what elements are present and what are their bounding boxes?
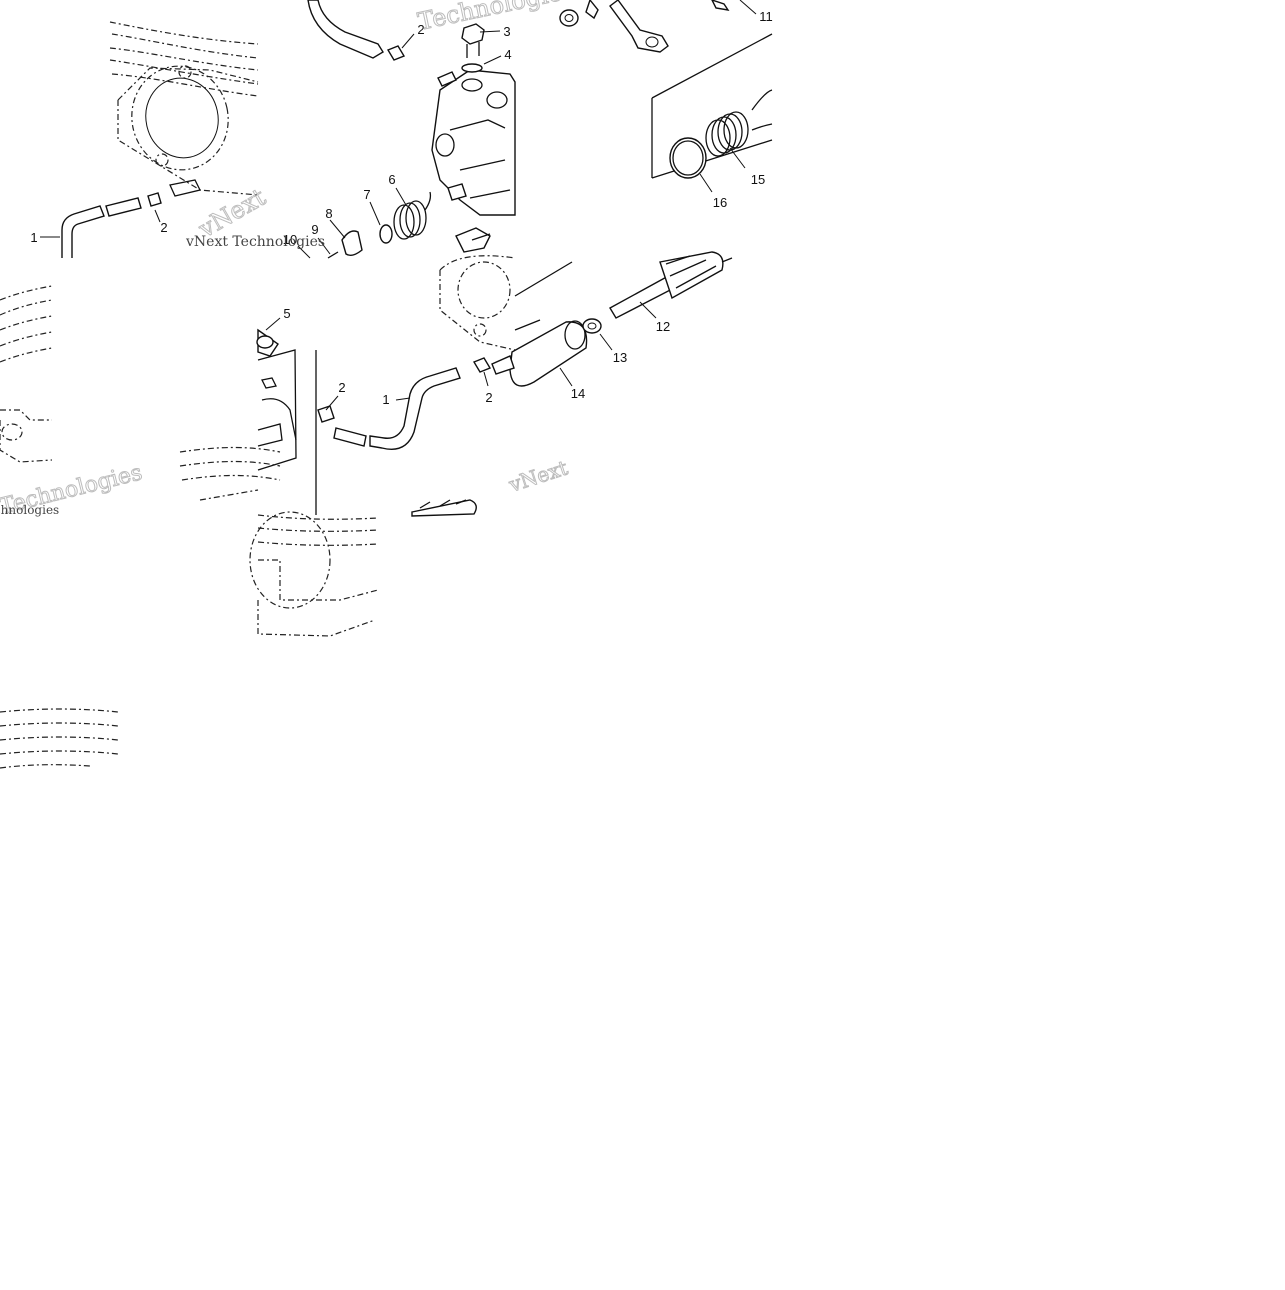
callout-8: 8 — [325, 206, 332, 221]
callout-5: 5 — [283, 306, 290, 321]
gear-fragment-bottom — [411, 499, 477, 517]
callout-15: 15 — [751, 172, 765, 187]
watermark-technologies-top: Technologies — [415, 0, 576, 36]
cylinder-fins-left — [0, 285, 53, 463]
oil-pump-body — [307, 0, 516, 216]
callouts-lower: 5 2 1 2 14 13 12 — [283, 306, 670, 407]
watermark-vnext-tech-upper: vNext Technologies — [185, 234, 325, 250]
callout-2-upper-left: 2 — [160, 220, 167, 235]
callout-2-lower-right: 2 — [485, 390, 492, 405]
callout-3: 3 — [503, 24, 510, 39]
cylinder-fins-bottom-left — [0, 708, 119, 769]
watermark-vnext-center: vNext — [505, 455, 570, 497]
flange-right — [439, 227, 733, 387]
callout-10: 10 — [283, 232, 297, 247]
spring-15-and-oring-16 — [669, 89, 773, 179]
cylinder-fins-center — [179, 446, 379, 637]
cylinder-flange-left — [109, 21, 259, 197]
callout-4: 4 — [504, 47, 511, 62]
pump-spring-washer-set — [327, 191, 432, 259]
callout-14: 14 — [571, 386, 585, 401]
hose-1-upper — [61, 192, 162, 258]
callout-13: 13 — [613, 350, 627, 365]
leader-lines — [40, 0, 757, 411]
callout-11: 11 — [759, 9, 773, 24]
callout-9: 9 — [311, 222, 318, 237]
callouts-upper: 1 2 2 3 4 6 7 8 9 10 11 15 16 — [30, 9, 772, 247]
housing-plate-outline — [651, 33, 773, 179]
callout-6: 6 — [388, 172, 395, 187]
lever-assembly — [559, 0, 730, 53]
watermark-vnext-tech-left: vNext Technologies — [0, 503, 59, 517]
callout-7: 7 — [363, 187, 370, 202]
pump-block-center — [256, 328, 317, 515]
callout-2-upper-pump: 2 — [417, 22, 424, 37]
callout-16: 16 — [713, 195, 727, 210]
callout-1-upper: 1 — [30, 230, 37, 245]
callout-2-lower-left: 2 — [338, 380, 345, 395]
callout-1-lower: 1 — [382, 392, 389, 407]
callout-12: 12 — [656, 319, 670, 334]
hose-1-lower — [317, 367, 461, 450]
